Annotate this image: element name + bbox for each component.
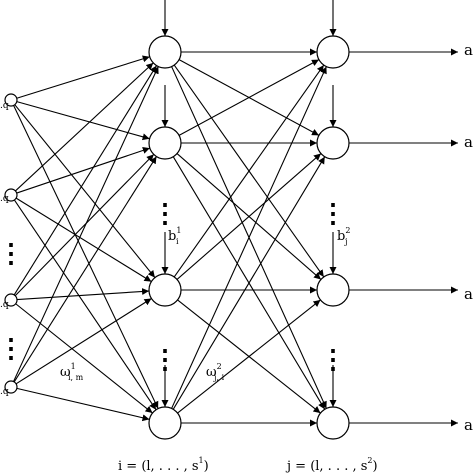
edge-input2-hidden2: [16, 147, 151, 194]
output-label-4: a: [464, 416, 473, 434]
output-node-2: [316, 126, 350, 160]
output-node-4: [316, 406, 350, 440]
edge-input2-hidden3: [15, 197, 152, 283]
edge-hidden4-output1: [171, 66, 327, 409]
input-node-1: [4, 93, 18, 107]
output-arrows: [349, 48, 458, 427]
edge-input3-hidden3: [16, 287, 150, 301]
output-ellipsis-1: ⋮: [320, 199, 346, 229]
input-ellipsis-2: ⋮: [0, 334, 24, 364]
edge-hidden3-output2: [176, 153, 322, 280]
output-label-1: a: [464, 41, 473, 59]
hidden-ellipsis-2: ⋮: [152, 345, 178, 375]
connection-edges: [13, 48, 327, 427]
output-label-2: a: [464, 133, 473, 151]
edge-input3-hidden1: [13, 65, 158, 296]
range-label-layer2: j = (l, . . . , s2): [285, 456, 378, 474]
neuron-nodes: [4, 35, 350, 440]
output-node-3: [316, 273, 350, 307]
output-label-3: a: [464, 285, 473, 303]
hidden-node-3: [148, 273, 182, 307]
edge-hidden2-output1: [178, 59, 320, 136]
input-label-3: .q: [0, 300, 9, 310]
input-ellipsis-1: ⋮: [0, 239, 24, 269]
edge-input4-hidden4: [16, 387, 150, 422]
input-label-4: .q: [0, 387, 9, 397]
edge-input2-hidden4: [13, 199, 157, 411]
edge-input4-hidden3: [15, 298, 152, 385]
edge-input1-hidden4: [13, 105, 159, 409]
input-label-1: .q: [0, 101, 9, 111]
edge-input4-hidden2: [13, 156, 157, 383]
input-node-2: [4, 188, 18, 202]
edge-input2-hidden1: [15, 62, 154, 192]
input-node-4: [4, 380, 18, 394]
hidden-ellipsis-1: ⋮: [152, 199, 178, 229]
input-node-3: [4, 293, 18, 307]
edge-input4-hidden1: [13, 66, 159, 382]
edge-input1-hidden1: [16, 55, 150, 99]
edge-hidden3-output1: [173, 64, 325, 278]
edge-input3-hidden2: [14, 154, 155, 297]
edge-hidden4-output2: [172, 156, 326, 410]
hidden-node-4: [148, 406, 182, 440]
edge-input3-hidden4: [15, 303, 153, 414]
hidden-node-1: [148, 35, 182, 69]
output-ellipsis-2: ⋮: [320, 345, 346, 375]
range-label-layer1: i = (l, . . . , s1): [118, 456, 209, 474]
input-label-2: .q: [0, 194, 9, 204]
edge-input1-hidden2: [16, 101, 150, 141]
edge-hidden4-output3: [177, 299, 321, 414]
bias-arrows: [161, 0, 337, 407]
edge-input1-hidden3: [14, 104, 156, 278]
output-node-1: [316, 35, 350, 69]
hidden-node-2: [148, 126, 182, 160]
